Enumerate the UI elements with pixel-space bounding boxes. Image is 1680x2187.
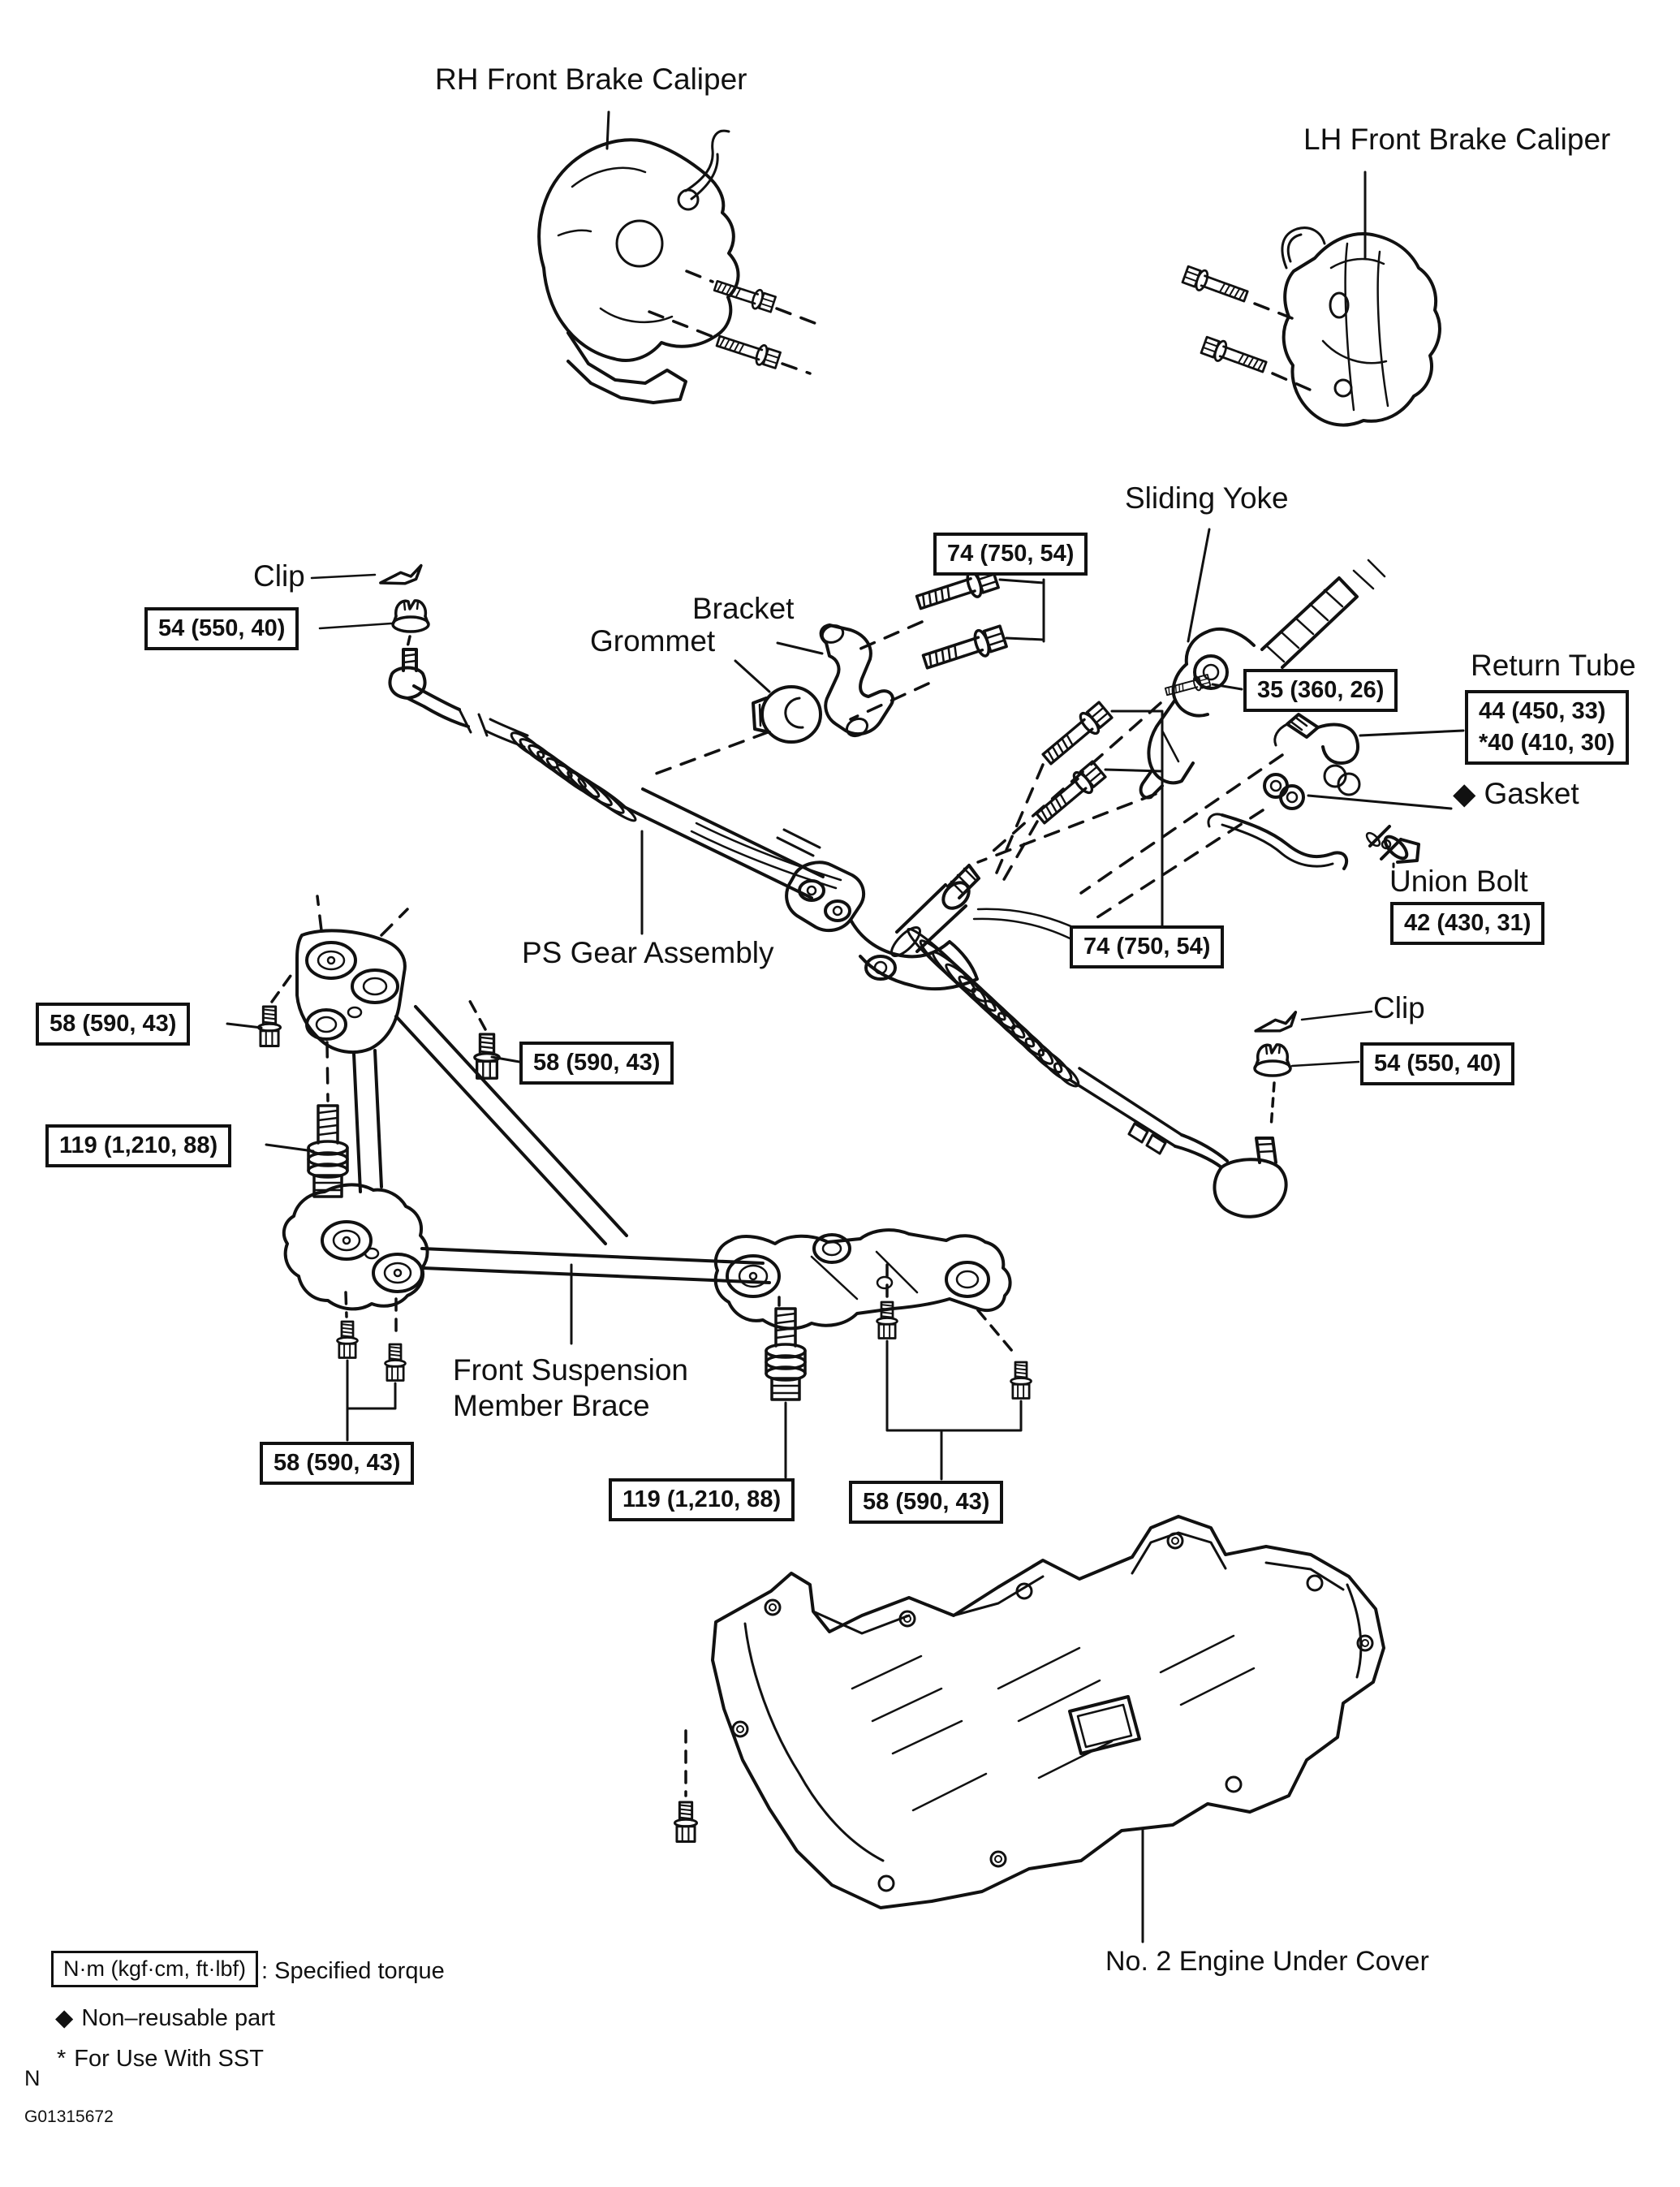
label-bracket: Bracket xyxy=(692,592,795,625)
torque-box-brace-lower-left: 58 (590, 43) xyxy=(260,1442,415,1486)
under-cover-drawing xyxy=(673,1515,1385,1943)
bolt-icon xyxy=(1009,1361,1033,1400)
legend-torque-unit-box: N·m (kgf·cm, ft·lbf) xyxy=(51,1951,258,1987)
bolt-icon xyxy=(383,1343,407,1383)
label-gasket: ◆Gasket xyxy=(1453,776,1579,812)
clip-icon xyxy=(377,563,424,588)
label-union-bolt: Union Bolt xyxy=(1389,865,1528,898)
torque-box-yoke-bolt: 35 (360, 26) xyxy=(1243,669,1398,713)
torque-box-tie-rod-nut-right: 54 (550, 40) xyxy=(1360,1042,1515,1086)
label-clip-right: Clip xyxy=(1373,991,1425,1024)
label-clip-left: Clip xyxy=(253,559,305,593)
non-reusable-diamond-icon: ◆ xyxy=(1453,777,1476,810)
stud-bolt-icon xyxy=(765,1307,807,1401)
label-lh-caliper: LH Front Brake Caliper xyxy=(1303,123,1611,156)
ps-gear-assembly-drawing xyxy=(310,563,1288,1219)
torque-box-brace-stud-left: 119 (1,210, 88) xyxy=(45,1124,232,1168)
sst-asterisk-icon: * xyxy=(57,2046,67,2072)
legend-non-reusable: ◆Non–reusable part xyxy=(55,2005,275,2031)
page-letter: N xyxy=(24,2066,41,2090)
torque-box-union-bolt: 42 (430, 31) xyxy=(1390,902,1545,946)
gear-bolt-icons-lower xyxy=(995,699,1164,927)
sliding-yoke-drawing xyxy=(976,528,1386,864)
label-under-cover: No. 2 Engine Under Cover xyxy=(1105,1946,1429,1977)
label-grommet: Grommet xyxy=(590,624,716,658)
gasket-rings xyxy=(1263,773,1305,810)
label-rh-caliper: RH Front Brake Caliper xyxy=(435,63,747,96)
lh-caliper-drawing xyxy=(1180,170,1441,427)
figure-code: G01315672 xyxy=(24,2107,114,2126)
left-boot xyxy=(510,731,637,822)
bolt-icon xyxy=(256,1005,282,1048)
torque-box-brace-stud-bottom: 119 (1,210, 88) xyxy=(609,1478,795,1522)
yoke-bolt-icon xyxy=(984,672,1243,859)
torque-box-gear-bolts-upper: 74 (750, 54) xyxy=(933,533,1088,576)
torque-box-gear-bolts-lower: 74 (750, 54) xyxy=(1070,925,1225,969)
torque-box-brace-lower-right: 58 (590, 43) xyxy=(849,1481,1004,1525)
right-boot xyxy=(907,927,1073,1082)
caliper-bolt-icon xyxy=(711,275,782,372)
clip-icon xyxy=(1251,1010,1300,1036)
bolt-icon xyxy=(673,1801,699,1844)
label-return-tube: Return Tube xyxy=(1471,649,1636,682)
grommet-drawing xyxy=(648,659,822,778)
torque-box-gear-mount-mid: 58 (590, 43) xyxy=(519,1042,674,1085)
gear-bolt-icons-upper xyxy=(913,563,1045,674)
caliper-bolt-icon xyxy=(1180,263,1269,378)
legend-torque-desc: : Specified torque xyxy=(261,1958,445,1984)
torque-box-brace-upper-left: 58 (590, 43) xyxy=(36,1003,191,1046)
label-member-brace: Front Suspension Member Brace xyxy=(453,1353,689,1423)
union-bolt-icon xyxy=(1365,825,1420,864)
rh-caliper-drawing xyxy=(537,110,816,404)
label-sliding-yoke: Sliding Yoke xyxy=(1125,481,1289,515)
castle-nut-icon xyxy=(391,598,430,633)
member-brace-drawing xyxy=(226,895,1033,1481)
bolt-icon xyxy=(335,1320,360,1360)
return-tube-drawing xyxy=(1079,713,1465,919)
label-ps-gear: PS Gear Assembly xyxy=(522,936,774,969)
non-reusable-diamond-icon: ◆ xyxy=(55,2005,74,2031)
bracket-drawing xyxy=(776,620,930,738)
bolt-icon xyxy=(472,1033,502,1081)
torque-box-tie-rod-nut-left: 54 (550, 40) xyxy=(144,607,299,651)
legend-sst: *For Use With SST xyxy=(57,2046,264,2072)
torque-box-return-tube: 44 (450, 33) *40 (410, 30) xyxy=(1465,690,1629,766)
right-clip-nut-drawing xyxy=(1251,1010,1373,1130)
castle-nut-icon xyxy=(1253,1042,1292,1077)
